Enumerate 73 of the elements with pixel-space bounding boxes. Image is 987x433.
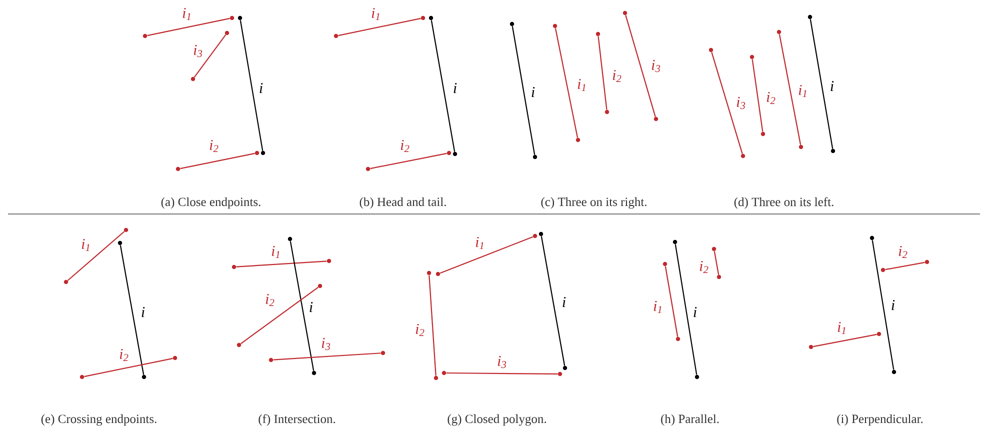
line-segment (194, 34, 226, 78)
segment-label: i$_{1}$ (654, 300, 662, 314)
subfigure-caption: (c) Three on its right. (541, 197, 646, 209)
segment-label: i$_{2}$ (700, 260, 708, 274)
line-segment (273, 352, 381, 360)
line-segment (674, 244, 698, 375)
segment-label: i$_{1}$ (372, 8, 380, 20)
segment-label: i$_{2}$ (400, 140, 410, 152)
segment-label: i (260, 83, 263, 93)
line-segment (714, 251, 720, 275)
subfigure-caption: (g) Closed polygon. (448, 414, 546, 426)
line-segment (446, 372, 558, 375)
line-segment (147, 18, 230, 36)
segment-label: i$_{3}$ (652, 60, 660, 72)
subfigure-caption: (d) Three on its left. (734, 197, 834, 209)
subfigure-caption: (f) Intersection. (258, 414, 336, 426)
segment-label: i (892, 300, 895, 310)
line-segment (598, 36, 608, 110)
line-segment (752, 59, 764, 132)
segment-label: i (562, 297, 566, 307)
subfigure-caption: (i) Perpendicular. (837, 414, 923, 426)
segment-label: i (694, 307, 697, 317)
segment-label: i$_{2}$ (612, 70, 622, 82)
line-segment (240, 286, 318, 344)
line-segment (370, 152, 447, 170)
segment-label: i$_{1}$ (272, 246, 280, 258)
line-segment (84, 358, 173, 378)
line-segment (778, 34, 802, 145)
line-segment (440, 236, 534, 274)
line-segment (67, 231, 125, 281)
subfigure-caption: (h) Parallel. (661, 414, 719, 426)
line-segment (180, 152, 255, 170)
subfigure-caption: (a) Close endpoints. (161, 197, 260, 209)
line-segment (625, 15, 656, 117)
line-segment (711, 52, 743, 154)
subfigure-caption: (b) Head and tail. (360, 197, 446, 209)
line-segment (540, 236, 566, 366)
segment-label: i$_{3}$ (322, 338, 330, 350)
segment-label: i$_{2}$ (416, 324, 424, 336)
line-segment (872, 240, 894, 370)
segment-label: i (142, 307, 145, 317)
line-segment (430, 20, 456, 152)
segment-label: i$_{3}$ (194, 44, 202, 58)
line-segment (512, 26, 536, 155)
segment-label: i (454, 83, 457, 93)
line-segment (290, 241, 314, 371)
subfigure-caption: (e) Crossing endpoints. (41, 414, 156, 426)
segment-label: i$_{2}$ (120, 348, 128, 362)
line-segment (120, 245, 144, 375)
line-segment (554, 28, 578, 138)
segment-label: i$_{2}$ (210, 140, 218, 152)
segment-label: i (532, 87, 535, 97)
line-segment (338, 18, 421, 36)
line-segment (885, 262, 925, 270)
segment-label: i$_{1}$ (476, 236, 484, 250)
segment-label: i$_{1}$ (82, 238, 90, 252)
line-segment (810, 19, 834, 149)
segment-label: i$_{1}$ (182, 8, 190, 20)
segment-label: i$_{2}$ (266, 294, 274, 306)
line-segment (240, 20, 264, 151)
line-segment (236, 260, 327, 268)
line-segment (664, 266, 678, 337)
segment-label: i (830, 81, 834, 91)
segment-label: i$_{2}$ (766, 92, 776, 104)
segment-label: i$_{1}$ (838, 322, 846, 334)
segment-label: i$_{3}$ (498, 356, 506, 368)
line-segment (428, 275, 436, 376)
line-segment (813, 334, 877, 348)
segment-label: i$_{3}$ (736, 96, 746, 110)
segment-label: i$_{2}$ (898, 246, 908, 258)
segment-label: i$_{1}$ (798, 84, 806, 98)
segment-label: i$_{1}$ (578, 78, 586, 92)
segment-label: i (310, 302, 313, 312)
